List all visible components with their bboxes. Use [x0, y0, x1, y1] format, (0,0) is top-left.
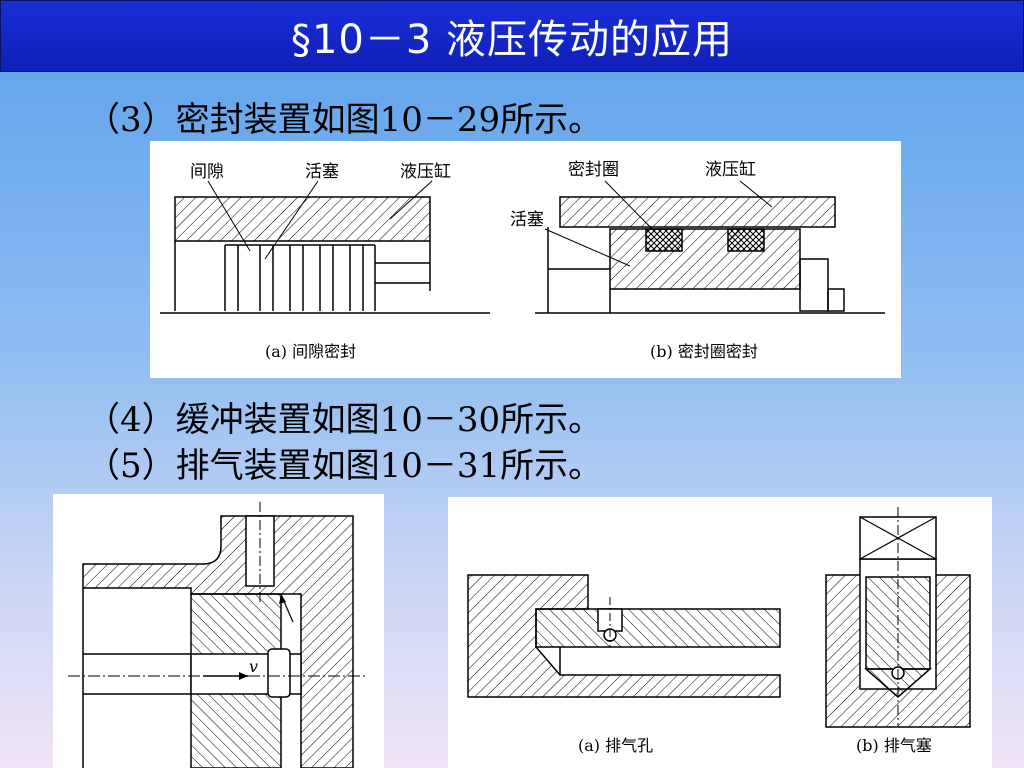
label-gap: 间隙 [190, 162, 224, 182]
caption-exhaust-plug: (b) 排气塞 [856, 736, 932, 755]
label-cylinder-b: 液压缸 [705, 159, 756, 180]
text-line-exhaust: （5）排气装置如图10－31所示。 [86, 446, 603, 486]
velocity-label: v [249, 657, 258, 676]
figure-buffer-panel: v [53, 494, 384, 768]
slide-title-bar: §10－3 液压传动的应用 [0, 0, 1024, 72]
slide-title: §10－3 液压传动的应用 [290, 17, 734, 63]
exhaust-plug-diagram: (b) 排气塞 [825, 507, 971, 755]
label-cylinder: 液压缸 [400, 161, 451, 182]
gap-seal-diagram: 间隙 活塞 液压缸 (a) 间隙密封 [160, 161, 490, 361]
ring-seal-diagram: 密封圈 液压缸 活塞 (b) 密封圈密封 [510, 159, 885, 361]
figure-seal-drawing: 间隙 活塞 液压缸 (a) 间隙密封 密封圈 液压缸 活塞 (b) 密封圈密封 [160, 159, 885, 361]
label-seal-ring: 密封圈 [568, 160, 619, 180]
caption-exhaust-hole: (a) 排气孔 [578, 736, 653, 755]
caption-gap-seal: (a) 间隙密封 [265, 342, 356, 361]
figure-seal-panel: 间隙 活塞 液压缸 (a) 间隙密封 密封圈 液压缸 活塞 (b) 密封圈密封 [150, 141, 901, 378]
exhaust-hole-diagram: (a) 排气孔 [467, 574, 781, 755]
label-piston-b: 活塞 [510, 210, 544, 230]
text-line-seal: （3）密封装置如图10－29所示。 [86, 100, 603, 140]
figure-exhaust-panel: (a) 排气孔 (b) 排气塞 [448, 497, 992, 768]
figure-buffer-drawing: v [68, 502, 368, 768]
caption-ring-seal: (b) 密封圈密封 [650, 342, 758, 361]
text-line-buffer: （4）缓冲装置如图10－30所示。 [86, 400, 603, 440]
label-piston: 活塞 [305, 162, 339, 182]
figure-exhaust-drawing: (a) 排气孔 (b) 排气塞 [467, 507, 971, 755]
